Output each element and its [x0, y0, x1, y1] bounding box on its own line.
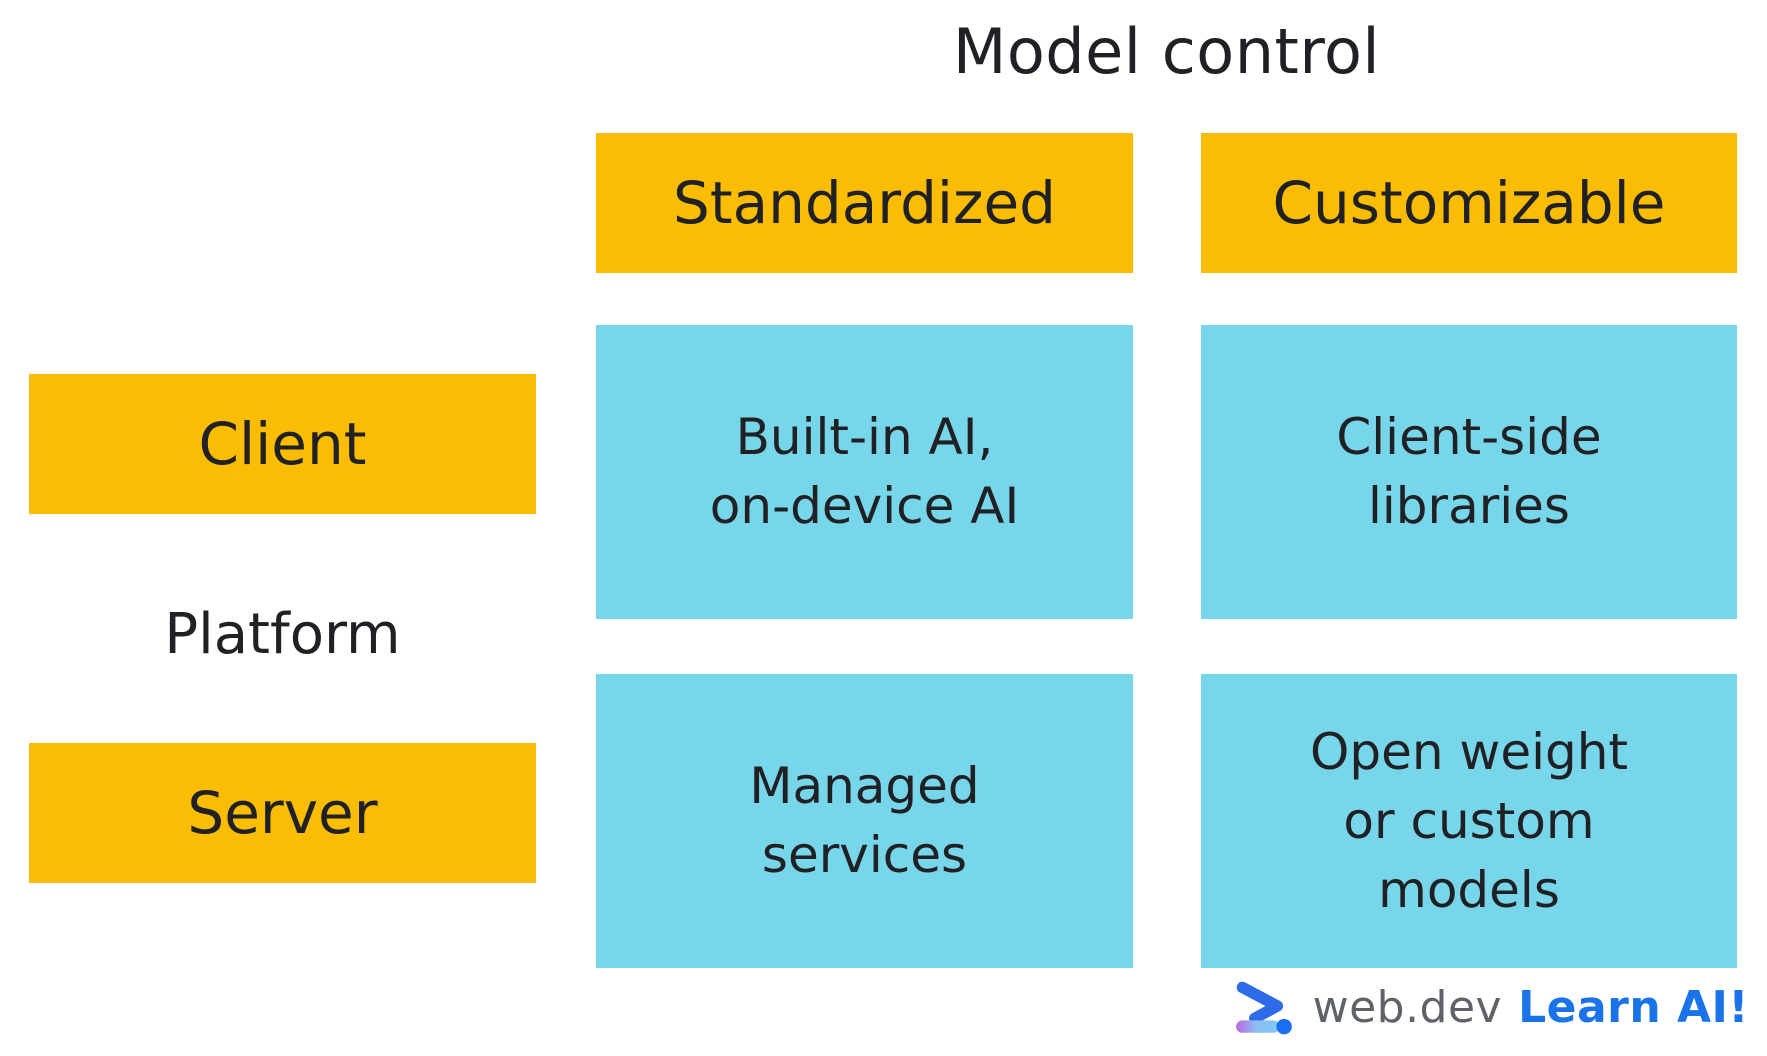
cell-server-customizable: Open weight or custom models [1201, 674, 1737, 968]
cell-client-customizable: Client-side libraries [1201, 325, 1737, 619]
footer-cta-text: Learn AI! [1518, 981, 1749, 1033]
column-header-standardized: Standardized [596, 133, 1133, 273]
footer-brand-lockup: web.dev Learn AI! [1231, 972, 1749, 1042]
cell-client-standardized: Built-in AI, on-device AI [596, 325, 1133, 619]
cell-server-standardized: Managed services [596, 674, 1133, 968]
row-header-client: Client [29, 374, 536, 514]
row-header-server: Server [29, 743, 536, 883]
column-axis-title: Model control [952, 14, 1381, 88]
webdev-logo-icon [1231, 976, 1297, 1038]
row-axis-title: Platform [164, 601, 401, 667]
footer-brand-text: web.dev [1312, 981, 1503, 1033]
column-header-customizable: Customizable [1201, 133, 1737, 273]
